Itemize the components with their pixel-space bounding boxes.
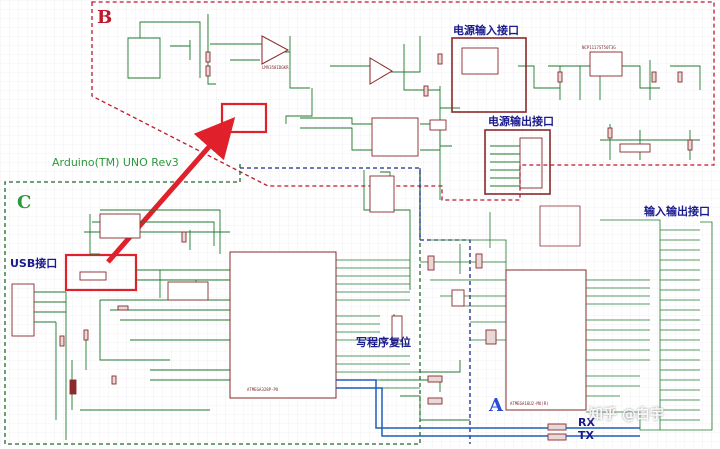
zone-b-chips	[371, 47, 651, 157]
zone-a-label: A	[489, 395, 503, 416]
power-output-connector	[490, 137, 543, 189]
zone-b-label: B	[97, 7, 113, 28]
power-input-label: 电源输入接口	[453, 24, 519, 37]
zone-b-opamps	[261, 35, 393, 85]
power-output-box	[484, 129, 551, 195]
zone-b-border	[91, 1, 715, 201]
zone-a-passives	[427, 253, 567, 441]
power-output-label: 电源输出接口	[488, 115, 554, 128]
reset-label: 写程序复位	[356, 336, 411, 349]
opamp-name: LMV358IDGKR	[262, 65, 289, 70]
highlight-arrow	[106, 116, 236, 264]
regulator-name: NCP1117ST50T3G	[582, 45, 616, 50]
io-port-label: 输入输出接口	[644, 205, 710, 218]
zone-c-passives	[59, 231, 187, 395]
rx-label: RX	[578, 416, 595, 429]
zone-c-chips	[79, 213, 209, 301]
usb-serial-chip	[505, 269, 587, 411]
usb-port-label: USB接口	[10, 257, 58, 270]
main-mcu-pins	[336, 259, 420, 389]
zone-a-border	[240, 167, 471, 444]
highlight-box-usb-fuse	[64, 253, 138, 292]
board-title: Arduino(TM) UNO Rev3	[52, 156, 179, 169]
usb-mcu-name: ATMEGA16U2-MU(R)	[510, 401, 549, 406]
zone-b-passives	[205, 51, 693, 151]
main-mcu-name: ATMEGA328P-PU	[247, 387, 279, 392]
zone-a-circuit	[420, 205, 713, 431]
zone-c-label: C	[17, 192, 32, 213]
watermark: 知乎 @白宇	[589, 407, 664, 423]
main-mcu-chip	[229, 251, 337, 399]
rx-tx-lines	[336, 379, 640, 437]
reset-parts	[369, 175, 443, 405]
tx-label: TX	[578, 429, 594, 442]
power-input-box	[451, 37, 527, 113]
